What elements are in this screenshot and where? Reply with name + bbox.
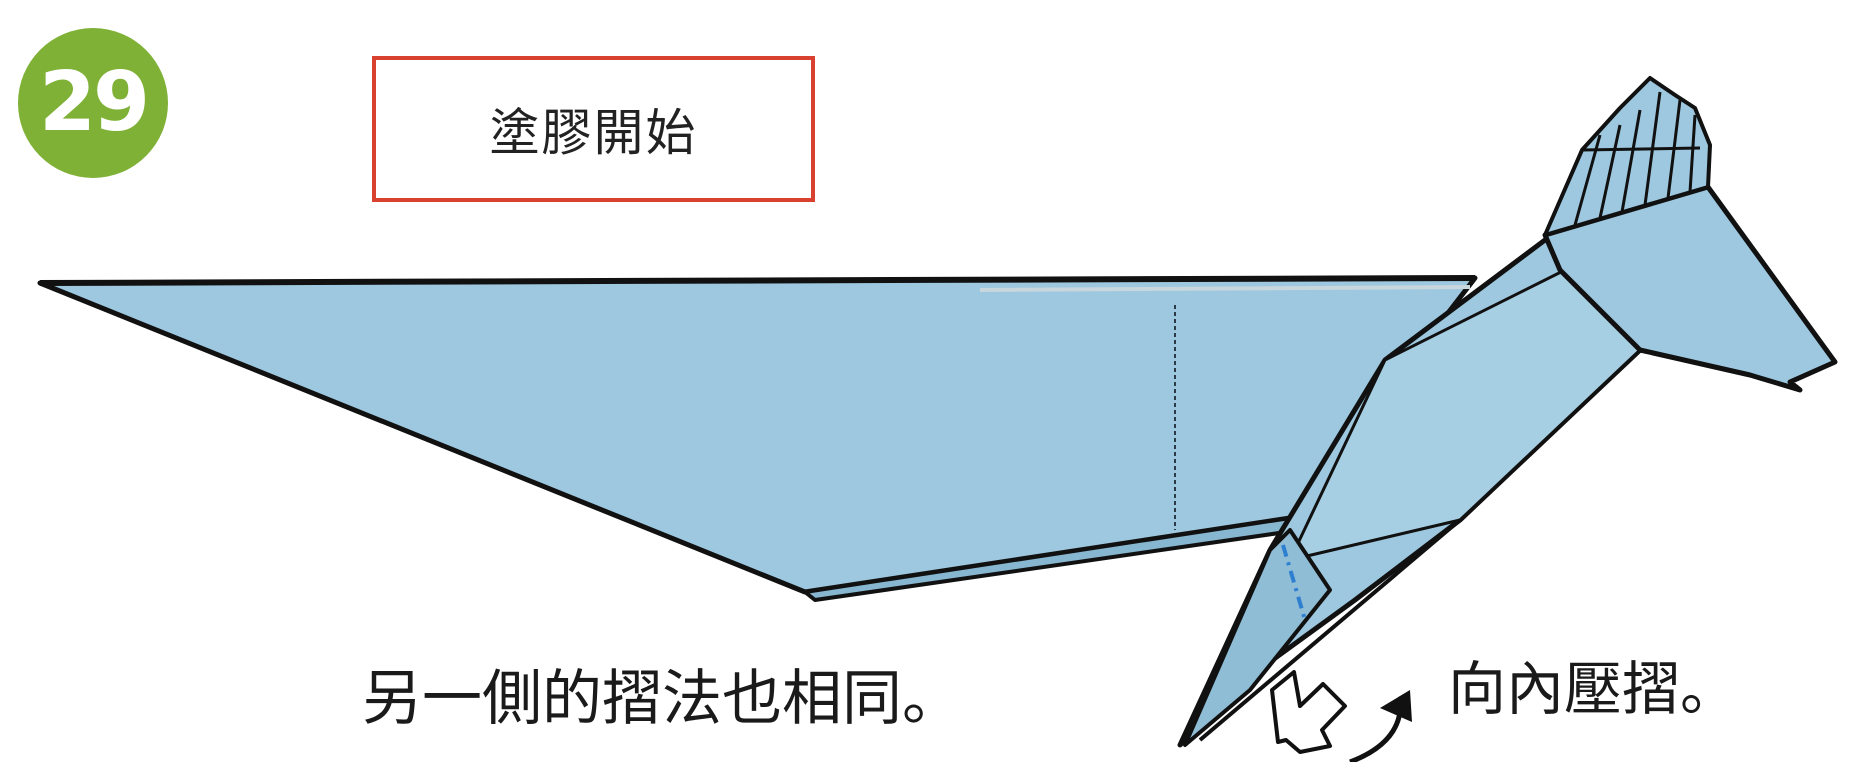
model-body-panel bbox=[37, 275, 1478, 595]
step-number-badge: 29 bbox=[18, 28, 168, 178]
model-leg-edge bbox=[1198, 518, 1462, 742]
instruction-inside-reverse-fold: 向內壓摺。 bbox=[1448, 655, 1739, 723]
instruction-other-side: 另一側的摺法也相同。 bbox=[362, 664, 962, 734]
glue-start-box: 塗膠開始 bbox=[372, 56, 815, 202]
valley-fold-line bbox=[1281, 544, 1307, 621]
model-neck-inner-layer bbox=[1288, 268, 1642, 562]
crest-pleat-lines bbox=[1573, 91, 1701, 226]
model-body-top-edge bbox=[39, 275, 1476, 286]
model-body-top-crease bbox=[979, 285, 1471, 292]
model-head-crease bbox=[1558, 268, 1642, 352]
glue-start-label: 塗膠開始 bbox=[489, 104, 698, 162]
push-arrow-icon bbox=[1270, 670, 1347, 754]
curved-arrow-icon bbox=[1349, 690, 1412, 762]
model-leg-flap bbox=[1183, 528, 1332, 747]
